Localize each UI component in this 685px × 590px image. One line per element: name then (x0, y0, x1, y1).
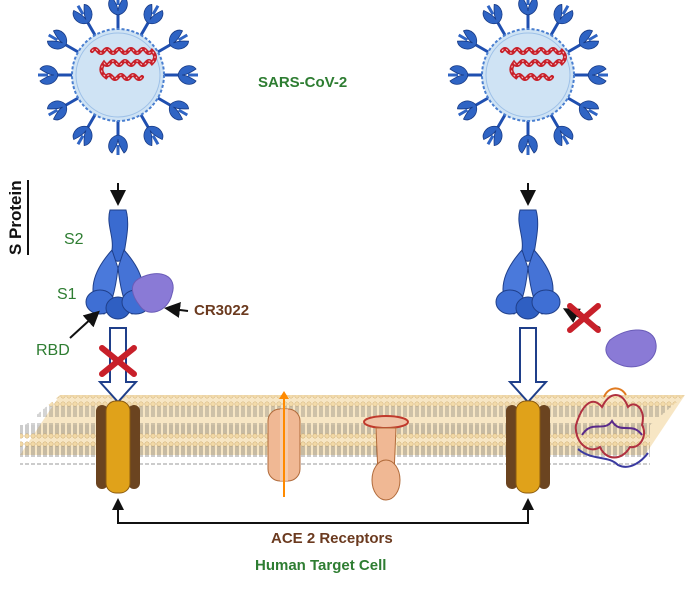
s1-label: S1 (57, 286, 77, 303)
receptors-label: ACE 2 Receptors (271, 530, 393, 547)
virus-spike (72, 114, 97, 146)
hollow-arrow-left (97, 327, 139, 404)
block-cross-icon (567, 303, 601, 333)
rbd-label: RBD (36, 342, 70, 359)
membrane-protein-icon (363, 415, 409, 501)
virus-spike (164, 65, 198, 85)
virus-spike (457, 96, 489, 121)
s-protein-label: S Protein (6, 180, 29, 255)
virus-spike (47, 29, 79, 54)
virus-spike (72, 4, 97, 36)
virus-spike (139, 4, 164, 36)
virus-spike (574, 65, 608, 85)
cell-label: Human Target Cell (255, 557, 387, 574)
s2-label: S2 (64, 231, 84, 248)
virus-spike (482, 4, 507, 36)
virus-spike (482, 114, 507, 146)
cr3022-pointer (164, 302, 189, 318)
block-cross-icon (99, 345, 137, 377)
virus-spike (157, 29, 189, 54)
virus-spike (549, 114, 574, 146)
virus-spike (567, 29, 599, 54)
virus-spike (549, 4, 574, 36)
hollow-arrow-right (507, 327, 549, 404)
virus-spike (108, 0, 128, 29)
virus-spike (139, 114, 164, 146)
virus-spike (457, 29, 489, 54)
virus-spike (47, 96, 79, 121)
virus-spike (157, 96, 189, 121)
virus-spike (567, 96, 599, 121)
antibody-icon (605, 329, 657, 368)
receptors-bracket (112, 498, 534, 524)
ace2-receptor-icon (506, 400, 550, 494)
ace2-receptor-icon (96, 400, 140, 494)
rbd-pointer (69, 310, 100, 339)
membrane-protein-icon (574, 387, 649, 468)
virus-icon (38, 0, 198, 155)
spike-protein-icon (495, 209, 561, 320)
virus-spike (108, 121, 128, 155)
antibody-icon (132, 273, 174, 313)
virus-label: SARS-CoV-2 (258, 74, 348, 91)
virus-spike (518, 121, 538, 155)
virus-spike (518, 0, 538, 29)
cr3022-label: CR3022 (194, 302, 250, 319)
membrane-protein-icon (267, 391, 301, 497)
virus-icon (448, 0, 608, 155)
virus-spike (448, 65, 482, 85)
virus-spike (38, 65, 72, 85)
